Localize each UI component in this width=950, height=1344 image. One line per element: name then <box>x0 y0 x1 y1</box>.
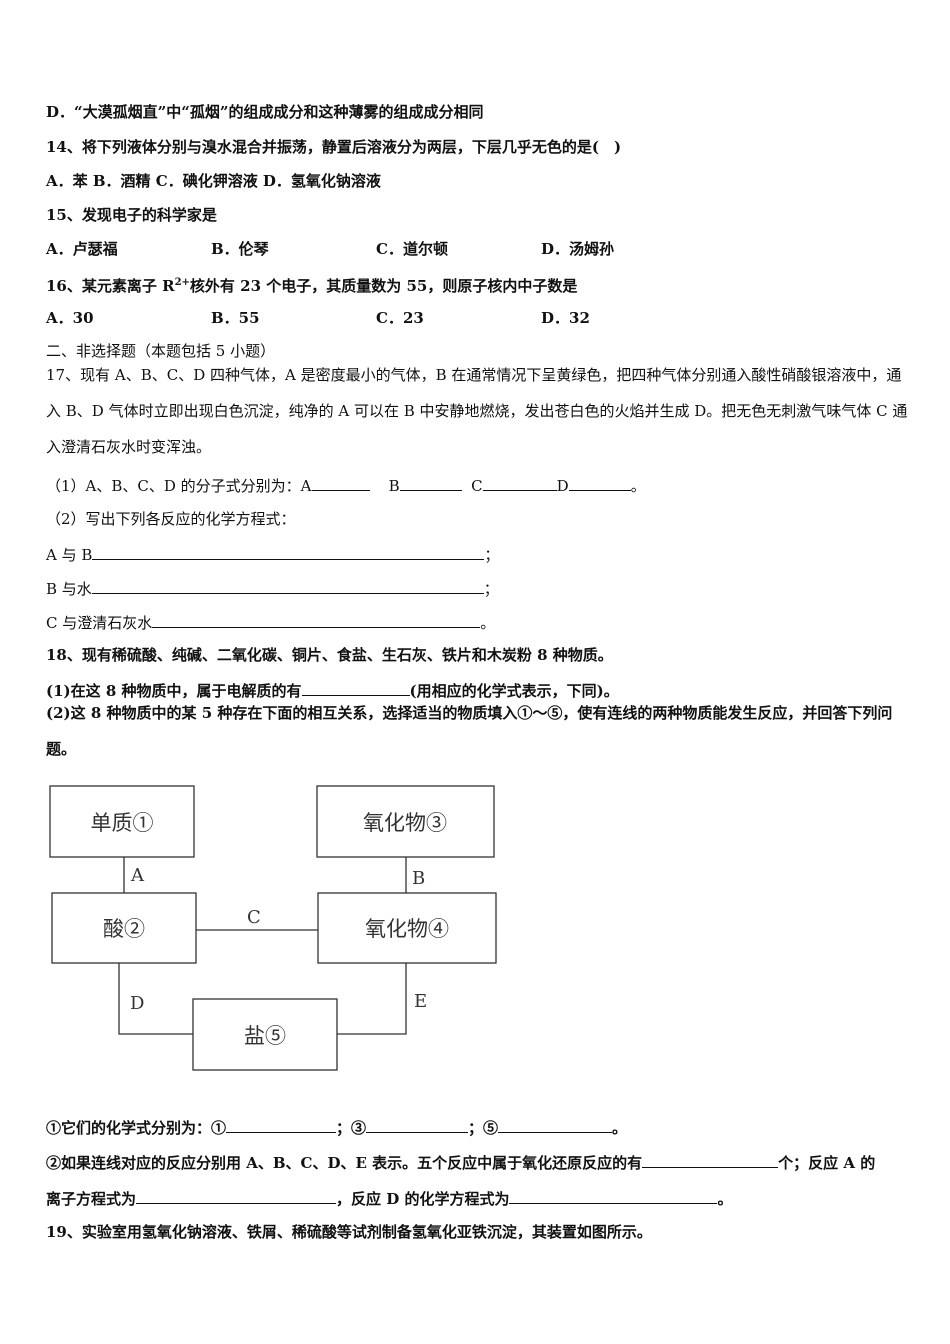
q18-sub1-end: 。 <box>612 1119 628 1137</box>
period: 。 <box>480 614 496 632</box>
q18-part1: (1)在这 8 种物质中，属于电解质的有 (用相应的化学式表示，下同)。 <box>46 679 619 701</box>
q17-label-d: D <box>556 477 569 495</box>
answer-blank-chem-eq-d[interactable] <box>509 1187 718 1204</box>
q15-option-b: B．伦琴 <box>211 240 269 258</box>
answer-blank-b[interactable] <box>399 474 462 491</box>
q18-sub1: ①它们的化学式分别为：① ；③ ；⑤ 。 <box>46 1116 627 1138</box>
q17-eq2: B 与水 ； <box>46 577 499 599</box>
q17-period: 。 <box>630 477 646 495</box>
box3-label: 氧化物③ <box>363 811 447 835</box>
q17-eq3: C 与澄清石灰水 。 <box>46 611 495 633</box>
q16-ion-charge: 2+ <box>174 277 190 288</box>
q18-sub2-line2-mid: ，反应 D 的化学方程式为 <box>336 1190 510 1208</box>
q15-stem: 15、发现电子的科学家是 <box>46 206 217 224</box>
box4-label: 氧化物④ <box>365 917 449 941</box>
link-d-line <box>118 963 193 1035</box>
q14-options: A．苯 B．酒精 C．碘化钾溶液 D．氢氧化钠溶液 <box>46 172 381 190</box>
semicolon: ； <box>483 580 499 598</box>
answer-blank-d[interactable] <box>568 474 631 491</box>
q18-sub2-line2-pre: 离子方程式为 <box>46 1190 137 1208</box>
q18-sub1-pre: ①它们的化学式分别为：① <box>46 1119 227 1137</box>
q16-stem-pre: 16、某元素离子 R <box>46 277 175 295</box>
q19-stem: 19、实验室用氢氧化钠溶液、铁屑、稀硫酸等试剂制备氢氧化亚铁沉淀，其装置如图所示… <box>46 1223 652 1241</box>
q18-part2: (2)这 8 种物质中的某 5 种存在下面的相互关系，选择适当的物质填入①～⑤，… <box>46 704 893 758</box>
q18-sub1-m3: ；③ <box>336 1119 367 1137</box>
q13-option-d: D．“大漠孤烟直”中“孤烟”的组成成分和这种薄雾的组成成分相同 <box>46 103 484 121</box>
section-title: 二、非选择题（本题包括 5 小题） <box>46 342 276 360</box>
q14-stem: 14、将下列液体分别与溴水混合并振荡，静置后溶液分为两层，下层几乎无色的是( ) <box>46 138 622 156</box>
q18-sub1-m5: ；⑤ <box>468 1119 499 1137</box>
q18-sub2-end: 。 <box>717 1190 733 1208</box>
q18-sub2-line2: 离子方程式为 ，反应 D 的化学方程式为 。 <box>46 1187 733 1209</box>
link-a-label: A <box>130 865 145 886</box>
q15-option-c: C．道尔顿 <box>376 240 448 258</box>
q17-part1-label: （1）A、B、C、D 的分子式分别为：A <box>46 477 312 495</box>
q17-eq2-label: B 与水 <box>46 580 92 598</box>
answer-blank-electrolytes[interactable] <box>301 679 410 696</box>
q18-stem: 18、现有稀硫酸、纯碱、二氧化碳、铜片、食盐、生石灰、铁片和木炭粉 8 种物质。 <box>46 646 613 664</box>
q15-option-d: D．汤姆孙 <box>541 240 615 258</box>
q17-stem: 17、现有 A、B、C、D 四种气体，A 是密度最小的气体，B 在通常情况下呈黄… <box>46 366 908 456</box>
q17-part2: （2）写出下列各反应的化学方程式： <box>46 510 296 528</box>
q17-part1: （1）A、B、C、D 的分子式分别为：A B C D 。 <box>46 474 646 496</box>
q15-option-a: A．卢瑟福 <box>46 240 118 258</box>
link-d-label: D <box>130 993 144 1014</box>
answer-blank-ionic-eq-a[interactable] <box>136 1187 337 1204</box>
answer-blank-redox-count[interactable] <box>642 1151 779 1168</box>
q16-option-d: D．32 <box>541 309 590 327</box>
q16-stem: 16、某元素离子 R2+核外有 23 个电子，其质量数为 55，则原子核内中子数… <box>46 273 577 296</box>
answer-blank-eq1[interactable] <box>92 543 485 560</box>
link-e-label: E <box>414 991 427 1012</box>
q18-sub2-pre: ②如果连线对应的反应分别用 A、B、C、D、E 表示。五个反应中属于氧化还原反应… <box>46 1154 643 1172</box>
answer-blank-eq3[interactable] <box>152 611 481 628</box>
q17-label-c: C <box>471 477 483 495</box>
semicolon: ； <box>484 546 500 564</box>
link-b-label: B <box>412 868 425 889</box>
box-oxide-4 <box>317 892 497 964</box>
q16-option-c: C．23 <box>376 309 424 327</box>
q16-option-b: B．55 <box>211 309 260 327</box>
link-e-line <box>337 963 407 1035</box>
q16-stem-post: 核外有 23 个电子，其质量数为 55，则原子核内中子数是 <box>189 277 578 295</box>
q17-eq1-label: A 与 B <box>46 546 93 564</box>
box1-label: 单质① <box>91 811 154 835</box>
q18-sub2-mid: 个；反应 A 的 <box>778 1154 876 1172</box>
answer-blank-formula-3[interactable] <box>366 1116 469 1133</box>
q17-label-b: B <box>388 477 400 495</box>
box2-label: 酸② <box>103 917 145 941</box>
answer-blank-formula-1[interactable] <box>226 1116 337 1133</box>
q17-eq3-label: C 与澄清石灰水 <box>46 614 153 632</box>
q18-part1-post: (用相应的化学式表示，下同)。 <box>409 682 619 700</box>
answer-blank-eq2[interactable] <box>91 577 484 594</box>
q18-sub2: ②如果连线对应的反应分别用 A、B、C、D、E 表示。五个反应中属于氧化还原反应… <box>46 1151 875 1173</box>
q17-eq1: A 与 B ； <box>46 543 499 565</box>
box-element-1 <box>49 785 195 858</box>
link-c-label: C <box>247 907 261 928</box>
answer-blank-formula-5[interactable] <box>498 1116 613 1133</box>
q16-option-a: A．30 <box>46 309 94 327</box>
box5-label: 盐⑤ <box>244 1024 286 1048</box>
q18-part1-pre: (1)在这 8 种物质中，属于电解质的有 <box>46 682 302 700</box>
answer-blank-c[interactable] <box>482 474 557 491</box>
answer-blank-a[interactable] <box>311 474 370 491</box>
reaction-diagram: 单质① 酸② 氧化物③ 氧化物④ 盐⑤ A B C D E <box>49 785 497 1071</box>
